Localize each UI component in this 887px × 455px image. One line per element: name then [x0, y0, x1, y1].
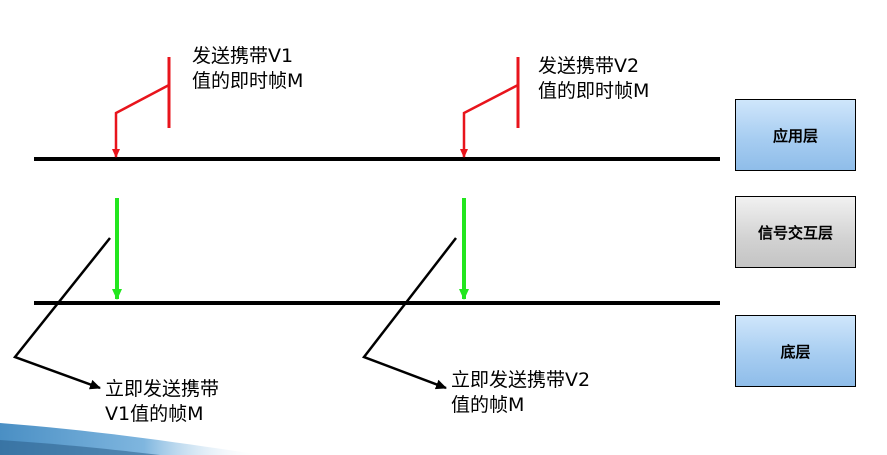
send-v2-caption-line2: 值的即时帧M — [538, 80, 650, 102]
immediate-v1-caption: 立即发送携带 V1值的帧M — [105, 377, 219, 427]
v2-bottom-transmit-arrow — [361, 237, 457, 390]
send-v1-caption: 发送携带V1 值的即时帧M — [192, 44, 303, 94]
immediate-v2-caption-line1: 立即发送携带V2 — [451, 369, 591, 391]
send-v1-caption-line2: 值的即时帧M — [192, 70, 304, 92]
immediate-v1-caption-line2: V1值的帧M — [105, 403, 204, 425]
signal-interaction-layer-box: 信号交互层 — [735, 196, 856, 268]
bottom-layer-label: 底层 — [780, 342, 811, 361]
send-v2-caption-line1: 发送携带V2 — [538, 55, 640, 77]
signal-interaction-layer-label: 信号交互层 — [757, 223, 833, 242]
immediate-v2-caption-line2: 值的帧M — [451, 394, 525, 416]
corner-swoosh-dark — [0, 440, 160, 455]
v1-app-send-arrow — [112, 83, 170, 158]
send-v1-caption-line1: 发送携带V1 — [192, 45, 294, 67]
immediate-v2-caption: 立即发送携带V2 值的帧M — [451, 368, 590, 418]
send-v2-caption: 发送携带V2 值的即时帧M — [538, 54, 649, 104]
application-layer-box: 应用层 — [735, 99, 856, 171]
immediate-v1-caption-line1: 立即发送携带 — [105, 378, 220, 400]
v2-app-send-arrow — [460, 83, 519, 158]
bottom-layer-box: 底层 — [735, 315, 856, 387]
application-layer-label: 应用层 — [772, 126, 818, 145]
v1-bottom-transmit-arrow — [12, 237, 111, 390]
